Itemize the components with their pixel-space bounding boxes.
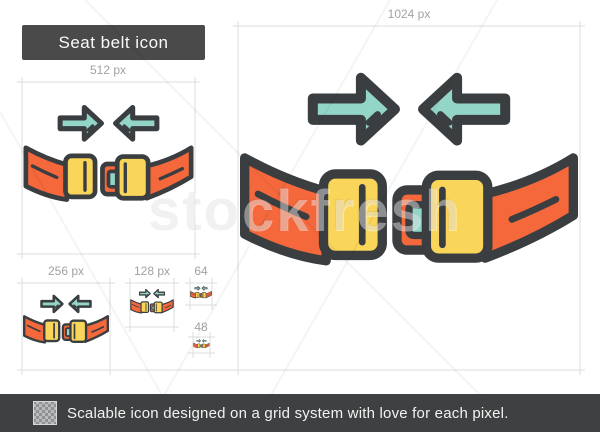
dim-label-512: 512 px [89,63,127,77]
seat-belt-icon-64 [190,283,212,305]
dim-label-1024: 1024 px [387,7,431,21]
page-title: Seat belt icon [58,32,169,52]
seat-belt-icon-1024 [238,26,580,370]
footer-bar: Scalable icon designed on a grid system … [0,394,600,432]
dim-label-256: 256 px [47,264,85,278]
dim-label-64: 64 [194,264,208,278]
seat-belt-icon-48 [193,337,210,353]
seat-belt-icon-128 [130,283,174,327]
title-box: Seat belt icon [22,25,205,60]
footer-caption: Scalable icon designed on a grid system … [67,404,509,422]
dim-label-48: 48 [194,320,208,334]
seat-belt-icon-256 [22,283,110,370]
dim-label-128: 128 px [133,264,171,278]
seat-belt-icon-512 [22,82,195,254]
stockfresh-pixel-logo-icon [33,401,57,425]
